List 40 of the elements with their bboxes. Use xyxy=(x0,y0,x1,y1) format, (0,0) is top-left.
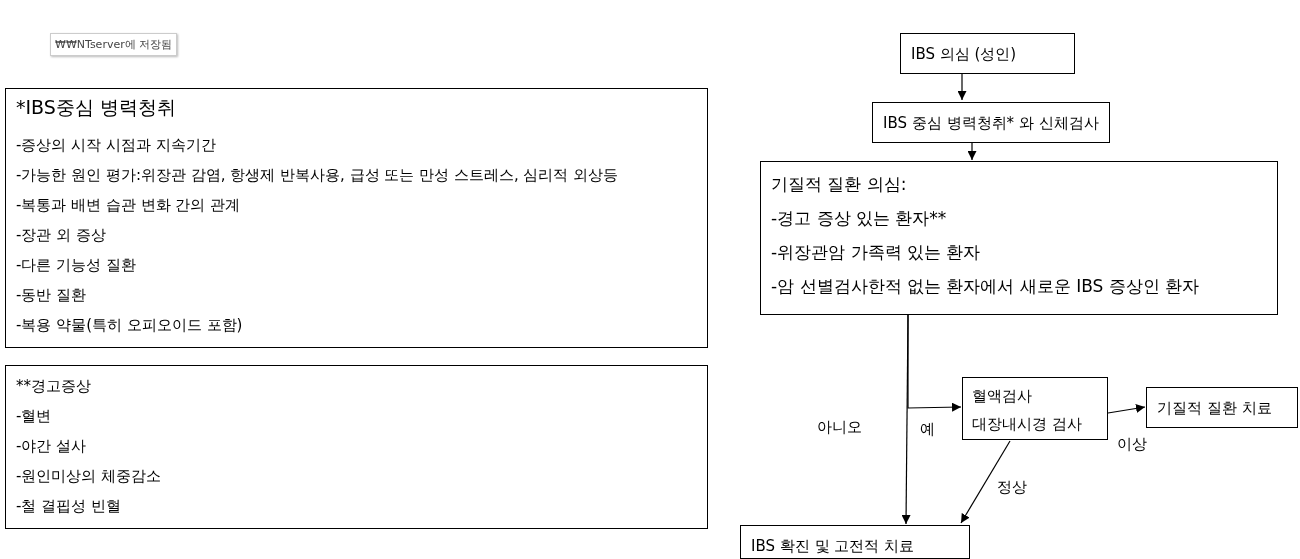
text-line: IBS 의심 (성인) xyxy=(911,44,1017,64)
text-line: 기질적 질환 치료 xyxy=(1157,398,1272,418)
text-line: -복용 약물(특히 오피오이드 포함) xyxy=(16,315,243,335)
note-box xyxy=(5,365,708,529)
process-box xyxy=(900,33,1075,74)
text-line: -암 선별검사한적 없는 환자에서 새로운 IBS 증상인 환자 xyxy=(771,276,1200,296)
text-line: -증상의 시작 시점과 지속기간 xyxy=(16,135,216,155)
text-line: -야간 설사 xyxy=(16,436,87,456)
note-box xyxy=(5,88,708,348)
edge-label: 정상 xyxy=(995,478,1029,497)
process-box xyxy=(1146,387,1298,428)
text-line: -다른 기능성 질환 xyxy=(16,255,136,275)
text-line: -혈변 xyxy=(16,406,52,426)
process-box xyxy=(962,377,1108,440)
text-line: -복통과 배변 습관 변화 간의 관계 xyxy=(16,195,241,215)
text-line: 대장내시경 검사 xyxy=(972,414,1082,434)
text-line: IBS 중심 병력청취* 와 신체검사 xyxy=(883,113,1099,133)
decision-box xyxy=(760,161,1278,315)
edge-label: 이상 xyxy=(1115,435,1149,454)
arrow xyxy=(1107,404,1146,414)
tooltip: ₩₩NTserver에 저장됨 xyxy=(50,33,178,56)
process-box xyxy=(740,525,970,559)
process-box xyxy=(872,102,1110,143)
arrow xyxy=(957,73,967,101)
text-line: -위장관암 가족력 있는 환자 xyxy=(771,242,981,262)
heading-text: 기질적 질환 의심: xyxy=(771,174,907,194)
text-line: 혈액검사 xyxy=(972,386,1032,406)
text-line: IBS 확진 및 고전적 치료 xyxy=(751,536,915,556)
text-line: -원인미상의 체중감소 xyxy=(16,466,162,486)
text-line: -경고 증상 있는 환자** xyxy=(771,208,947,228)
text-line: -철 결핍성 빈혈 xyxy=(16,496,121,516)
arrow xyxy=(907,314,962,412)
text-line: -장관 외 증상 xyxy=(16,225,106,245)
text-line: -가능한 원인 평가:위장관 감염, 항생제 반복사용, 급성 또는 만성 스트레스, 심리적 외상등 xyxy=(16,165,619,185)
arrow xyxy=(960,440,1011,524)
text-line: -동반 질환 xyxy=(16,285,87,305)
heading-text: **경고증상 xyxy=(16,376,91,396)
arrow xyxy=(967,142,977,161)
edge-label: 아니오 xyxy=(815,418,864,437)
heading-text: *IBS중심 병력청취 xyxy=(16,97,176,117)
